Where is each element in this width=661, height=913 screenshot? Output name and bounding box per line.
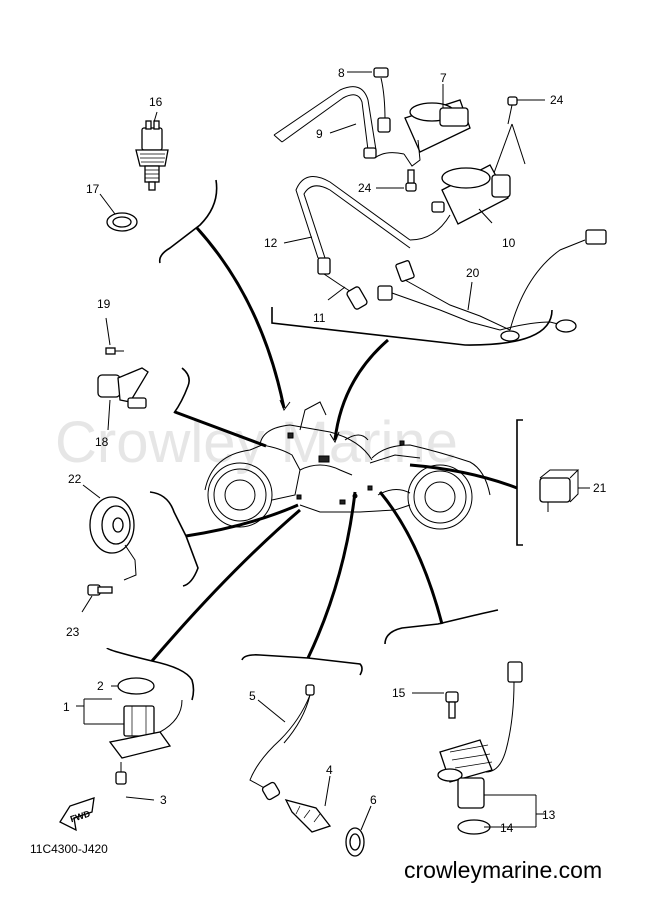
callout-brackets [106,179,553,701]
part-number-16: 16 [149,95,163,109]
horn-part [82,484,137,581]
part-number-18: 18 [95,435,109,449]
bolt-lower-part [376,169,417,192]
sensor-bracket-part [97,317,149,431]
washer-part [99,193,138,232]
temp-sensor-part [135,111,169,191]
part-number-2: 2 [97,679,104,693]
part-number-21: 21 [593,481,607,495]
wire-harness-part [377,229,607,342]
part-number-24-upper: 24 [550,93,564,107]
part-number-4: 4 [326,763,333,777]
fwd-arrow-icon [59,797,95,832]
part-number-24-lower: 24 [358,181,372,195]
part-number-9: 9 [316,127,323,141]
part-number-3: 3 [160,793,167,807]
part-number-22: 22 [68,472,82,486]
motorcycle-outline [204,401,491,530]
bolt-23-part [81,584,113,613]
part-number-12: 12 [264,236,278,250]
ignition-coil-assembly [273,67,471,167]
part-number-19: 19 [97,297,111,311]
part-number-10: 10 [502,236,516,250]
part-number-6: 6 [370,793,377,807]
part-number-11: 11 [313,311,326,325]
coil-part [409,164,511,241]
part-number-23: 23 [66,625,80,639]
oxygen-sensor-part [249,684,332,833]
speed-sensor-part-left [76,677,183,801]
part-number-1: 1 [63,700,70,714]
part-number-8: 8 [338,66,345,80]
part-number-7: 7 [440,71,447,85]
part-number-14: 14 [500,821,514,835]
part-number-15: 15 [392,686,406,700]
part-number-20: 20 [466,266,480,280]
diagram-code: 11C4300-J420 [30,842,108,856]
speed-sensor-part-right [412,661,545,835]
part-number-17: 17 [86,182,100,196]
relay-part [539,469,590,512]
website-text: crowleymarine.com [404,857,602,883]
part-number-5: 5 [249,689,256,703]
high-tension-cord-part [283,176,411,310]
gasket-6-part [345,805,372,857]
part-number-13: 13 [542,808,556,822]
